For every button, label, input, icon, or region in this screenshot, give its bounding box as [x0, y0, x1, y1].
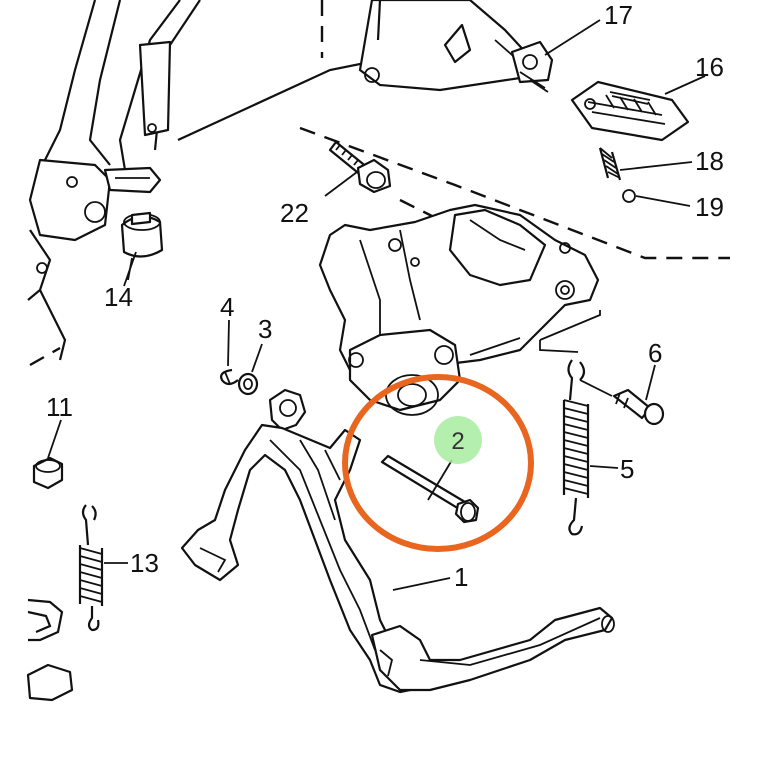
bolt-22-part — [328, 140, 392, 194]
highlight-label: 2 — [451, 428, 464, 455]
leader-16 — [664, 75, 706, 95]
leader-4 — [227, 319, 230, 367]
bolt-6-part — [579, 379, 665, 426]
callout-5: 5 — [620, 454, 634, 484]
highlight-badge — [434, 416, 482, 464]
spring-18-part — [598, 147, 622, 181]
callout-3: 3 — [258, 314, 272, 344]
leader-5 — [589, 465, 619, 469]
shaft-2-part — [380, 454, 480, 524]
leader-18 — [619, 161, 693, 171]
callout-22: 22 — [280, 198, 309, 228]
callout-4: 4 — [220, 292, 234, 322]
callout-17: 17 — [604, 0, 633, 30]
callout-13: 13 — [130, 548, 159, 578]
leader-2 — [427, 459, 453, 501]
leader-17 — [544, 19, 601, 56]
main-stand-part — [180, 388, 615, 694]
leader-19 — [635, 195, 691, 207]
center-bracket-part — [318, 203, 601, 416]
leader-3 — [251, 343, 263, 373]
callout-18: 18 — [695, 146, 724, 176]
leader-lines — [47, 19, 706, 591]
rubber-bumper-part — [120, 211, 164, 281]
leader-22 — [324, 171, 358, 197]
spring-5-part — [562, 359, 590, 536]
footrest-16-part — [570, 80, 690, 142]
ball-19-part — [622, 189, 636, 203]
washer-3-part — [237, 372, 259, 396]
callout-labels: 17 16 18 19 22 14 4 3 6 11 5 13 1 — [46, 0, 724, 592]
highlight-group: 2 — [342, 374, 534, 552]
bolt-17-part — [510, 40, 554, 93]
frame-body-part — [27, 0, 381, 367]
callout-11: 11 — [46, 392, 73, 422]
cap-11-part — [32, 456, 64, 490]
callout-19: 19 — [695, 192, 724, 222]
highlight-ring — [342, 374, 534, 552]
callout-1: 1 — [454, 562, 468, 592]
leader-11 — [47, 419, 62, 459]
leader-14 — [123, 251, 137, 287]
circlip-4-part — [220, 368, 239, 386]
spring-13-part — [78, 504, 104, 632]
leader-1 — [392, 577, 451, 591]
lower-left-bracket-part — [26, 598, 74, 702]
callout-6: 6 — [648, 338, 662, 368]
upper-bracket-part — [358, 0, 542, 92]
callout-14: 14 — [104, 282, 133, 312]
leader-6 — [645, 364, 656, 401]
callout-16: 16 — [695, 52, 724, 82]
